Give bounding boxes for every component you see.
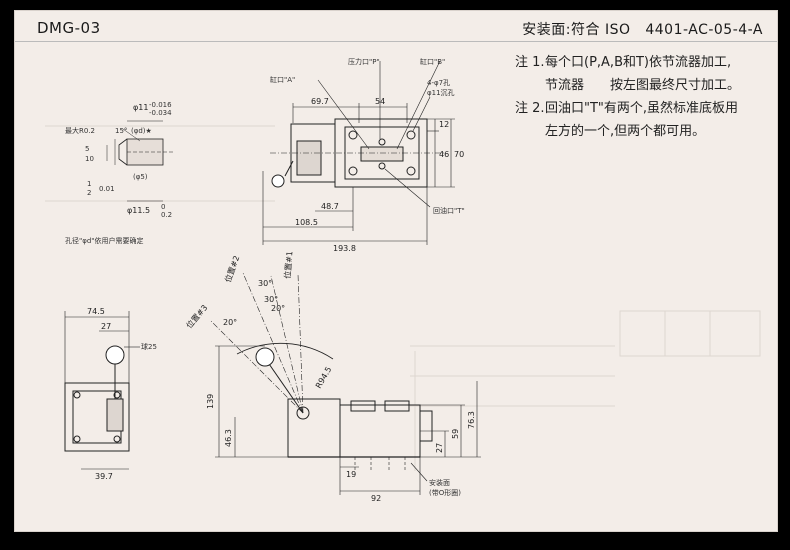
dim-46: 46: [439, 150, 449, 159]
front-lever: [266, 360, 304, 414]
dim-193-8: 193.8: [333, 244, 356, 253]
technical-drawing: 缸口"A" 压力口"P" 缸口"B" 4-φ7孔 φ11沉孔 回油口"T" 69…: [45, 57, 761, 503]
note-2-line-1: 回油口"T"有两个,虽然标准底板用: [545, 101, 739, 116]
front-angle-30a: 30°: [258, 279, 272, 288]
orifice-angle: 15°: [115, 127, 127, 135]
front-actuator: [287, 398, 341, 458]
mounting-label: 安装面:符合 ISO: [522, 22, 631, 38]
ghost-background: [45, 125, 761, 471]
label-port-b: 缸口"B": [420, 57, 445, 66]
orifice-dim-1: 1: [87, 180, 91, 188]
front-angle-30b: 30°: [264, 295, 278, 304]
note-1: 注 1. 每个口(P,A,B和T)依节流器加工,: [515, 51, 775, 74]
front-plug: [419, 410, 433, 442]
port-p: [378, 138, 386, 146]
orifice-dim-5: 5: [85, 145, 89, 153]
spool-window: [360, 146, 404, 162]
side-ball-label: 球25: [141, 342, 157, 351]
label-port-p: 压力口"P": [348, 57, 380, 66]
orifice-dim-0-01: 0.01: [99, 185, 115, 193]
label-port-a: 缸口"A": [270, 75, 295, 84]
notes-block: 注 1. 每个口(P,A,B和T)依节流器加工, 节流器 按左图最终尺寸加工。 …: [515, 51, 775, 143]
orifice-detail: [106, 120, 175, 202]
orifice-dim-2: 2: [87, 189, 91, 197]
mount-hole: [406, 130, 416, 140]
orifice-phi11: φ11: [133, 103, 148, 112]
dim-54: 54: [375, 97, 385, 106]
front-mount-face: 安装面: [429, 478, 450, 487]
orifice-phi5: (φ5): [133, 173, 148, 181]
front-pos3: 位置#3: [184, 303, 210, 331]
front-dim-59: 59: [451, 429, 460, 439]
front-dim-19: 19: [346, 470, 356, 479]
front-dim-139: 139: [206, 394, 215, 409]
mount-hole: [406, 166, 416, 176]
label-counterbore: φ11沉孔: [427, 89, 455, 97]
front-lever-ball: [255, 347, 275, 367]
dim-48-7: 48.7: [321, 202, 339, 211]
note-2-number: 注 2.: [515, 101, 545, 116]
front-radius: R94.5: [314, 365, 333, 390]
orifice-phi-d: (φd)★: [131, 127, 152, 135]
orifice-max-r: 最大R0.2: [65, 126, 95, 135]
label-return-port: 回油口"T": [433, 206, 465, 215]
lever-ball-top: [271, 174, 285, 188]
label-holes-4: 4-φ7孔: [427, 79, 450, 87]
side-dim-74-5: 74.5: [87, 307, 105, 316]
top-view: [262, 60, 455, 245]
front-dim-27: 27: [435, 443, 444, 453]
lever-stem: [284, 160, 294, 177]
side-hole: [73, 435, 81, 443]
mount-hole: [348, 166, 358, 176]
side-hole: [73, 391, 81, 399]
side-body: [64, 382, 130, 452]
orifice-phi11-5: φ11.5: [127, 206, 150, 215]
note-1-number: 注 1.: [515, 55, 545, 70]
dim-70: 70: [454, 150, 464, 159]
front-pos1: 位置#1: [282, 251, 294, 280]
orifice-tol-0: 0: [161, 203, 165, 211]
iso-code: 4401-AC-05-4-A: [645, 22, 763, 38]
port-t: [378, 162, 386, 170]
note-1-line-2: 节流器 按左图最终尺寸加工。: [545, 78, 741, 93]
orifice-tol-0-2: 0.2: [161, 211, 172, 219]
orifice-footnote: 孔径"φd"依用户需要确定: [65, 236, 144, 245]
model-title: DMG-03: [37, 19, 101, 37]
dim-69-7: 69.7: [311, 97, 329, 106]
mounting-standard: 安装面:符合 ISO 4401-AC-05-4-A: [522, 19, 763, 39]
side-dim-27: 27: [101, 322, 111, 331]
note-1-line-1: 每个口(P,A,B和T)依节流器加工,: [545, 55, 732, 70]
note-2-line-2: 左方的一个,但两个都可用。: [545, 124, 706, 139]
front-dim-46-3: 46.3: [224, 429, 233, 447]
side-hole: [113, 391, 121, 399]
front-pos2: 位置#2: [222, 254, 241, 284]
dim-12: 12: [439, 120, 449, 129]
front-dim-76-3: 76.3: [467, 411, 476, 429]
actuator-cap: [296, 140, 322, 176]
front-angle-20a: 20°: [223, 318, 237, 327]
front-o-ring: (带O形圈): [429, 489, 461, 497]
side-lever-boss: [106, 398, 124, 432]
dim-108-5: 108.5: [295, 218, 318, 227]
header-rule: [15, 41, 777, 42]
drawing-sheet: DMG-03 安装面:符合 ISO 4401-AC-05-4-A 注 1. 每个…: [14, 10, 778, 532]
front-body: [339, 404, 421, 458]
orifice-tol-lower: -0.034: [149, 109, 172, 117]
mount-hole: [348, 130, 358, 140]
side-hole: [113, 435, 121, 443]
side-ball: [105, 345, 125, 365]
front-angle-20b: 20°: [271, 304, 285, 313]
orifice-tol-upper: -0.016: [149, 101, 172, 109]
note-2: 注 2. 回油口"T"有两个,虽然标准底板用: [515, 97, 775, 120]
side-view: [64, 311, 140, 470]
orifice-dim-10: 10: [85, 155, 94, 163]
front-view: [210, 272, 481, 495]
front-port-boss: [384, 400, 410, 412]
front-port-boss: [350, 400, 376, 412]
front-dim-92: 92: [371, 494, 381, 503]
side-dim-39-7: 39.7: [95, 472, 113, 481]
